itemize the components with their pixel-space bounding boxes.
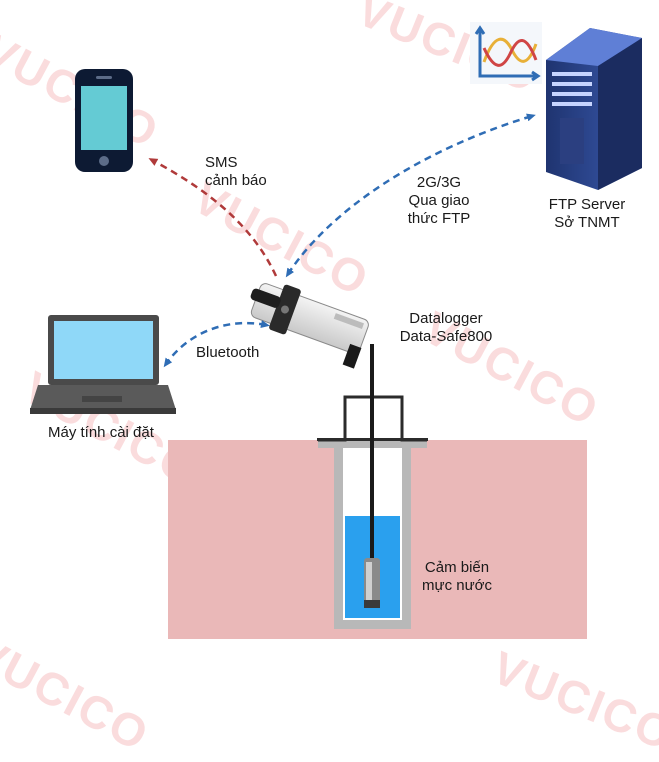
network-label-line3: thức FTP xyxy=(407,210,471,227)
sms-label-line2: cảnh báo xyxy=(205,172,267,189)
sms-label: SMS cảnh báo xyxy=(205,154,267,190)
network-label-line1: 2G/3G xyxy=(416,174,462,191)
network-label: 2G/3G Qua giao thức FTP xyxy=(394,174,484,228)
datalogger-device xyxy=(250,283,369,369)
sensor-label-line2: mực nước xyxy=(422,577,492,594)
sms-label-line1: SMS xyxy=(205,154,238,171)
network-label-line2: Qua giao xyxy=(408,192,470,209)
level-sensor xyxy=(364,558,380,608)
ftp-server-label-line1: FTP Server xyxy=(548,196,626,213)
sensor-label: Cảm biến mực nước xyxy=(410,559,504,595)
datalogger-label-line1: Datalogger xyxy=(409,310,483,327)
server-icon xyxy=(546,28,642,190)
sms-arrow xyxy=(148,158,278,277)
ftp-server-label-line2: Sở TNMT xyxy=(554,214,620,231)
sensor-label-line1: Cảm biến xyxy=(424,559,490,576)
diagram-graphics xyxy=(30,22,642,639)
bluetooth-label: Bluetooth xyxy=(196,344,260,361)
ftp-server-label: FTP Server Sở TNMT xyxy=(532,196,642,232)
laptop-label: Máy tính cài đặt xyxy=(48,424,154,441)
chart-icon xyxy=(470,22,542,84)
datalogger-label-line2: Data-Safe800 xyxy=(399,328,493,345)
phone-icon xyxy=(75,69,133,172)
laptop-icon xyxy=(30,315,176,414)
bluetooth-arrow xyxy=(163,320,270,368)
ftp-arrow xyxy=(285,113,536,278)
datalogger-label: Datalogger Data-Safe800 xyxy=(386,310,506,346)
